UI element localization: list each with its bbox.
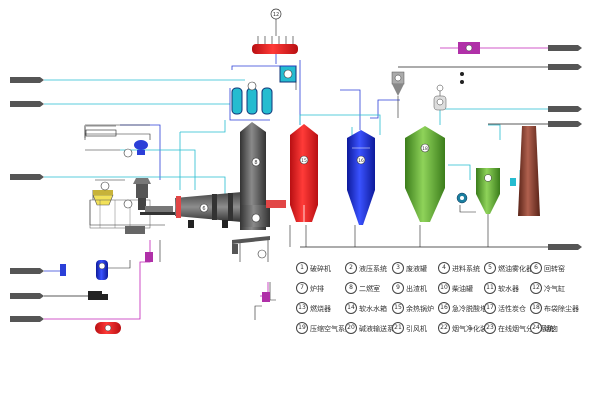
legend-number-10: 10 <box>438 282 450 294</box>
input-tag-4 <box>10 268 44 274</box>
second-combustion-chamber: 8 <box>232 122 286 259</box>
tag-15-num: 15 <box>301 158 307 164</box>
output-tag-3 <box>548 106 582 112</box>
legend-number-21: 21 <box>392 322 404 334</box>
legend-number-2: 2 <box>345 262 357 274</box>
legend-number-4: 4 <box>438 262 450 274</box>
legend-label-2: 液压系统 <box>359 265 387 273</box>
induced-draft-fan <box>456 192 468 204</box>
legend-label-4: 进料系统 <box>452 265 480 273</box>
legend-number-17: 17 <box>484 302 496 314</box>
output-tag-2 <box>548 64 582 70</box>
legend-label-22: 烟气净化装置 <box>452 325 494 333</box>
legend-number-8: 8 <box>345 282 357 294</box>
legend-number-20: 20 <box>345 322 357 334</box>
feed-hopper-4 <box>123 178 151 210</box>
legend-label-24: 烟囱 <box>544 325 558 333</box>
input-tag-3 <box>10 174 44 180</box>
right-outputs <box>300 45 582 250</box>
bag-filter: 18 <box>405 126 445 222</box>
legend-number-15: 15 <box>392 302 404 314</box>
input-tag-6 <box>10 316 44 322</box>
legend-label-3: 废液罐 <box>406 265 427 273</box>
legend-label-13: 燃烧器 <box>310 305 331 313</box>
legend-label-15: 余热锅炉 <box>406 305 434 313</box>
tag-18-num: 18 <box>422 146 428 152</box>
legend-number-9: 9 <box>392 282 404 294</box>
legend-number-23: 23 <box>484 322 496 334</box>
waste-heat-boiler: 15 <box>290 124 318 222</box>
legend-label-6: 回转窑 <box>544 265 565 273</box>
legend-label-8: 二燃室 <box>359 285 380 293</box>
online-analyzer <box>458 42 480 54</box>
legend-number-11: 11 <box>484 282 496 294</box>
legend-number-1: 1 <box>296 262 308 274</box>
ram-feeder <box>140 206 180 215</box>
legend-label-10: 柴油罐 <box>452 285 473 293</box>
legend-label-16: 急冷脱酸塔 <box>452 305 487 313</box>
rotary-kiln: 6 <box>175 192 242 228</box>
legend-number-5: 5 <box>484 262 496 274</box>
output-tag-4 <box>548 121 582 127</box>
legend-label-9: 出渣机 <box>406 285 427 293</box>
legend-label-17: 活性炭仓 <box>498 305 526 313</box>
feed-area <box>85 125 180 234</box>
legend-number-14: 14 <box>345 302 357 314</box>
legend-label-21: 引风机 <box>406 325 427 333</box>
frame-lines <box>84 124 150 151</box>
legend-label-5: 燃油雾化器 <box>498 265 533 273</box>
legend-number-19: 19 <box>296 322 308 334</box>
legend-label-7: 炉排 <box>310 285 324 293</box>
left-inputs <box>10 77 245 322</box>
legend-number-13: 13 <box>296 302 308 314</box>
chimney <box>518 126 540 216</box>
legend-label-20: 碱液输送系统 <box>359 325 401 333</box>
hopper-1 <box>92 181 114 206</box>
legend-number-22: 22 <box>438 322 450 334</box>
burner-5 <box>123 140 148 158</box>
legend-label-19: 压缩空气系统 <box>310 325 352 333</box>
output-tag-5 <box>548 244 582 250</box>
legend-label-23: 在线烟气分析系统 <box>498 325 554 333</box>
legend-number-3: 3 <box>392 262 404 274</box>
tag-8-num: 8 <box>254 160 257 166</box>
legend-label-1: 破碎机 <box>310 265 331 273</box>
legend-number-24: 24 <box>530 322 542 334</box>
legend-label-18: 布袋除尘器 <box>544 305 579 313</box>
input-tag-2 <box>10 101 44 107</box>
tag-12-num: 12 <box>273 12 279 18</box>
quench-tower: 16 <box>347 130 375 225</box>
lime-tank <box>433 72 464 111</box>
legend-number-6: 6 <box>530 262 542 274</box>
utilities-left <box>60 252 270 334</box>
input-tag-5 <box>10 293 44 299</box>
legend-number-12: 12 <box>530 282 542 294</box>
output-tag-1 <box>548 45 582 51</box>
activated-carbon-silo <box>391 71 405 118</box>
tag-16-num: 16 <box>358 158 364 164</box>
legend-number-7: 7 <box>296 282 308 294</box>
tag-6-num: 6 <box>202 206 205 212</box>
legend-number-16: 16 <box>438 302 450 314</box>
top-header-tank: 12 <box>252 8 298 64</box>
small-green-separator <box>476 168 516 214</box>
water-treatment <box>231 65 297 115</box>
legend-number-18: 18 <box>530 302 542 314</box>
input-tag-1 <box>10 77 44 83</box>
legend-label-14: 软水水箱 <box>359 305 387 313</box>
legend-label-11: 软水器 <box>498 285 519 293</box>
legend-label-12: 冷气缸 <box>544 285 565 293</box>
